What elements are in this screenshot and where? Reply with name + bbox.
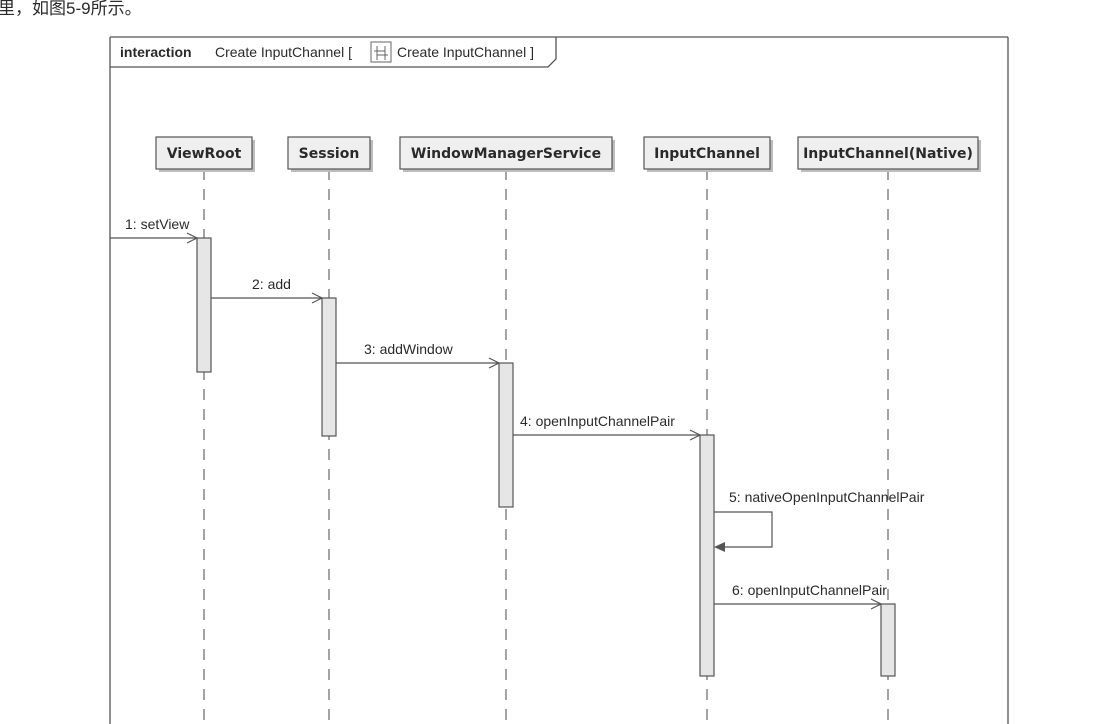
activation-bar: [699, 434, 715, 677]
message-label: 3: addWindow: [364, 341, 454, 357]
arrowhead: [689, 429, 702, 441]
caption-fragment: 里，如图5-9所示。: [0, 0, 142, 18]
activations: [196, 237, 896, 677]
message-2: 2: add: [211, 276, 324, 304]
interaction-frame: interaction Create InputChannel [ Create…: [109, 36, 1009, 724]
lifelines: ViewRoot Session WindowManagerService Input…: [155, 136, 981, 724]
message-3: 3: addWindow: [336, 341, 501, 369]
lifeline-head-box: [155, 136, 253, 170]
interaction-ref-icon: [370, 41, 392, 63]
message-label: 6: openInputChannelPair: [732, 582, 887, 598]
self-message-line: [714, 511, 773, 548]
lifeline-session: Session: [287, 136, 373, 724]
lifeline-head-box: [643, 136, 771, 170]
arrowhead: [714, 542, 725, 552]
lifeline-head-box: [287, 136, 371, 170]
frame-name: Create InputChannel [: [215, 44, 352, 60]
lifeline-viewroot: ViewRoot: [155, 136, 255, 724]
lifeline-name: InputChannel: [654, 146, 760, 162]
lifeline-name: WindowManagerService: [411, 146, 601, 162]
message-5: 5: nativeOpenInputChannelPair: [714, 489, 925, 552]
arrowhead: [870, 598, 883, 610]
lifeline-name: InputChannel(Native): [803, 146, 973, 162]
activation-bar: [321, 297, 337, 437]
arrowhead: [488, 357, 501, 369]
frame-keyword: interaction: [120, 44, 192, 60]
frame-ref-name: Create InputChannel ]: [397, 44, 534, 60]
lifeline-windowmanagerservice: WindowManagerService: [399, 136, 615, 724]
message-1: 1: setView: [110, 216, 199, 244]
message-6: 6: openInputChannelPair: [714, 582, 887, 610]
arrowhead: [311, 292, 324, 304]
message-4: 4: openInputChannelPair: [513, 413, 702, 441]
frame-name-tab: [110, 37, 557, 68]
lifeline-head-box: [399, 136, 613, 170]
activation-bar: [880, 603, 896, 677]
lifeline-name: Session: [299, 146, 360, 162]
arrowhead: [186, 232, 199, 244]
message-label: 5: nativeOpenInputChannelPair: [729, 489, 925, 505]
activation-bar: [196, 237, 212, 373]
activation-bar: [498, 362, 514, 508]
lifeline-head-box: [797, 136, 979, 170]
lifeline-inputchannel: InputChannel: [643, 136, 773, 724]
message-label: 4: openInputChannelPair: [520, 413, 675, 429]
lifeline-name: ViewRoot: [167, 146, 242, 162]
messages: 1: setView 2: add 3: addWindow 4: openInput…: [110, 216, 925, 610]
message-label: 1: setView: [125, 216, 190, 232]
message-label: 2: add: [252, 276, 291, 292]
